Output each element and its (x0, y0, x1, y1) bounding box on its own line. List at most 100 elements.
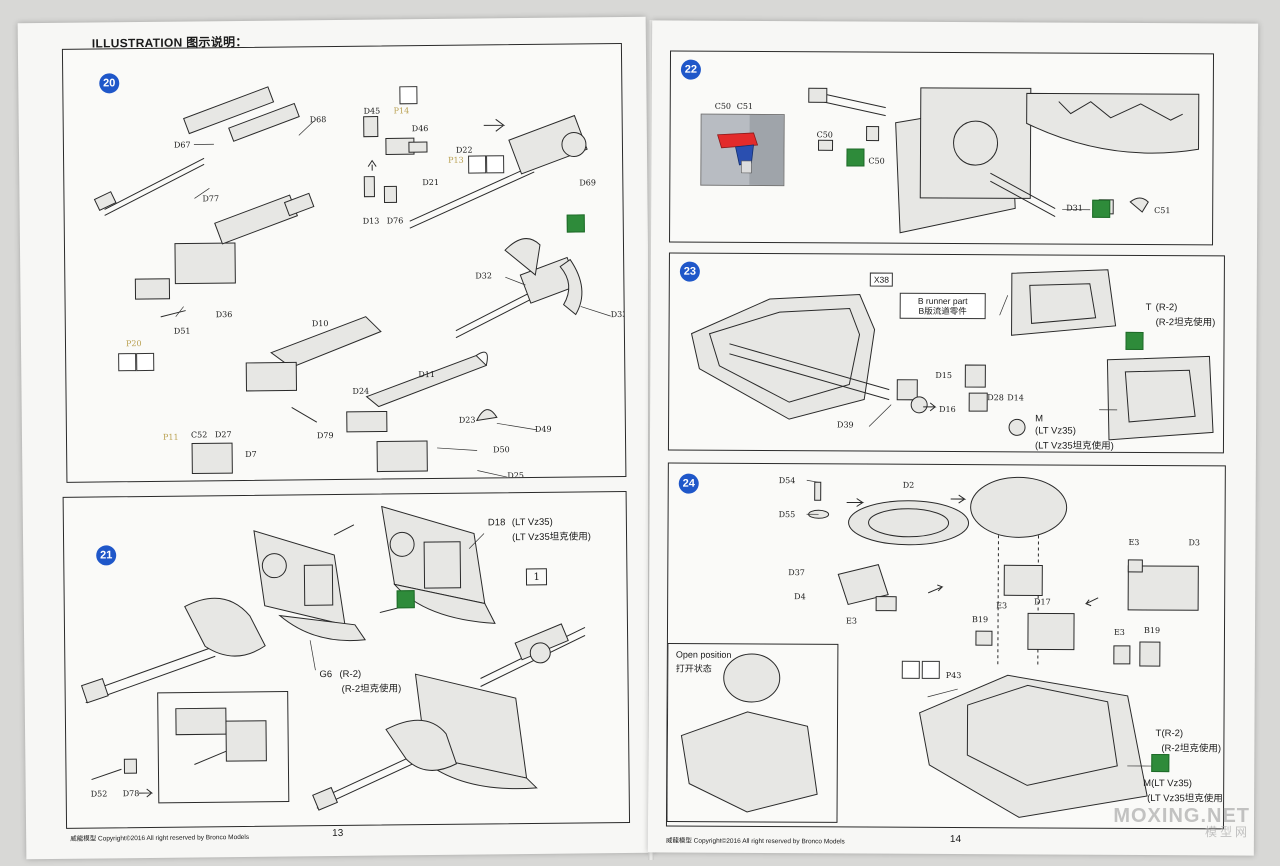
footer-copyright: 威龍模型 Copyright©2016 All right reserved b… (70, 833, 250, 843)
part-label: D16 (939, 404, 956, 415)
part-label: D76 (386, 216, 404, 226)
version-note-cn: (R-2坦克使用) (341, 683, 402, 695)
part-label: D79 (316, 431, 334, 441)
part-label: D3 (1188, 538, 1200, 548)
part-label: D46 (411, 124, 429, 134)
choose-icon (1151, 754, 1170, 773)
open-position-label: Open position (675, 649, 732, 660)
part-label: D55 (778, 510, 796, 520)
part-label: C50 (816, 130, 833, 140)
cut-sprue-icon (932, 283, 948, 299)
open-position-label-cn: 打开状态 (675, 663, 712, 674)
step-24-drawing (666, 476, 1199, 823)
page-number: 14 (949, 833, 962, 846)
part-label: D37 (788, 568, 805, 578)
left-page: ILLUSTRATION 图示说明： 20 (17, 16, 655, 860)
part-label: D23 (458, 415, 476, 425)
version-note: (R-2) (1161, 728, 1184, 740)
part-label: C51 (1154, 206, 1171, 216)
version-note: (R-2) (1155, 302, 1178, 314)
part-label: P43 (945, 670, 962, 681)
part-label: P14 (393, 106, 410, 116)
part-label: G6 (319, 669, 333, 681)
part-label: D52 (90, 789, 108, 799)
step-21-drawing (80, 505, 586, 811)
choose-icon (846, 148, 865, 167)
part-label: D21 (422, 177, 439, 188)
part-label: D14 (1007, 393, 1024, 403)
part-label: D25 (507, 471, 525, 481)
choose-icon (396, 590, 415, 609)
page-number: 13 (332, 827, 344, 840)
part-label: E3 (996, 601, 1008, 611)
choose-icon (1092, 199, 1111, 218)
part-label: E3 (1128, 537, 1140, 547)
part-label: P11 (162, 432, 179, 442)
part-label: D11 (418, 369, 435, 380)
part-label: D31 (1066, 203, 1083, 213)
step-23-panel: 23 B runner part B版流道零件 X38 D1 (667, 252, 1225, 454)
version-note-cn: (LT Vz35坦克使用) (1034, 440, 1114, 452)
part-label: D69 (579, 178, 596, 188)
part-label: E3 (1113, 627, 1125, 637)
part-label: P13 (448, 155, 464, 165)
version-note-cn: (LT Vz35坦克使用) (511, 531, 591, 544)
step-22-drawing (808, 87, 1200, 234)
cut-sprue-icon (566, 214, 585, 233)
watermark-main: MOXING.NET (1113, 805, 1250, 827)
part-label: D13 (362, 216, 380, 226)
part-label: D10 (311, 319, 329, 329)
part-label: E3 (846, 616, 858, 626)
reference-photo (700, 113, 785, 187)
cement-icon (399, 86, 418, 105)
part-label: D67 (173, 140, 191, 150)
step-24-panel: 24 (665, 462, 1226, 830)
part-label: D33 (610, 309, 627, 320)
footer-copyright: 威龍模型 Copyright©2016 All right reserved b… (665, 837, 845, 846)
part-label: T (1145, 302, 1152, 314)
part-label: D15 (935, 370, 952, 380)
part-label: D17 (1034, 597, 1051, 607)
step-20-drawing (93, 86, 611, 478)
version-note-cn: (R-2坦克使用) (1155, 317, 1216, 329)
version-note-cn: (LT Vz35坦克使用) (1147, 793, 1226, 805)
part-label: D27 (214, 430, 232, 440)
part-label: P20 (125, 339, 142, 349)
cement-icon (921, 660, 940, 679)
choose-icon (1125, 331, 1144, 350)
part-label: C52 (190, 430, 208, 440)
site-watermark: MOXING.NET 模型网 (1113, 806, 1250, 838)
step-21-panel: 21 (62, 490, 631, 829)
cement-icon (136, 352, 155, 372)
arrow-down-icon (118, 353, 137, 372)
part-label: D36 (215, 310, 233, 320)
version-note: (LT Vz35) (1035, 425, 1076, 437)
part-label: T (1155, 728, 1162, 740)
part-label: D45 (363, 106, 381, 116)
step-box-number: 1 (533, 571, 540, 583)
watermark-sub: 模型网 (1204, 825, 1250, 839)
arrow-down-icon (468, 155, 487, 174)
part-label: D7 (245, 449, 257, 459)
part-label: D49 (534, 424, 552, 434)
part-label: B19 (1143, 626, 1161, 636)
step-23-drawing (690, 269, 1214, 441)
cement-icon (486, 155, 505, 174)
version-note: (LT Vz35) (511, 516, 553, 529)
version-note-cn: (R-2坦克使用) (1161, 743, 1222, 755)
part-label: D24 (352, 386, 370, 396)
part-label: M (1035, 413, 1044, 425)
part-label: D28 (987, 393, 1004, 403)
version-note: (R-2) (339, 668, 362, 680)
part-label: D39 (837, 420, 854, 430)
part-label: D54 (778, 476, 796, 486)
part-label: D51 (173, 326, 191, 336)
part-label: D22 (455, 145, 473, 155)
part-label: D77 (202, 194, 220, 204)
part-label: D18 (487, 517, 506, 529)
part-count-badge: X38 (869, 272, 893, 287)
step-22-panel: 22 C50 C51 (669, 50, 1215, 246)
version-note: M(LT Vz35) (1143, 778, 1192, 790)
part-label: D68 (309, 115, 327, 125)
right-page: 22 C50 C51 (647, 20, 1259, 856)
